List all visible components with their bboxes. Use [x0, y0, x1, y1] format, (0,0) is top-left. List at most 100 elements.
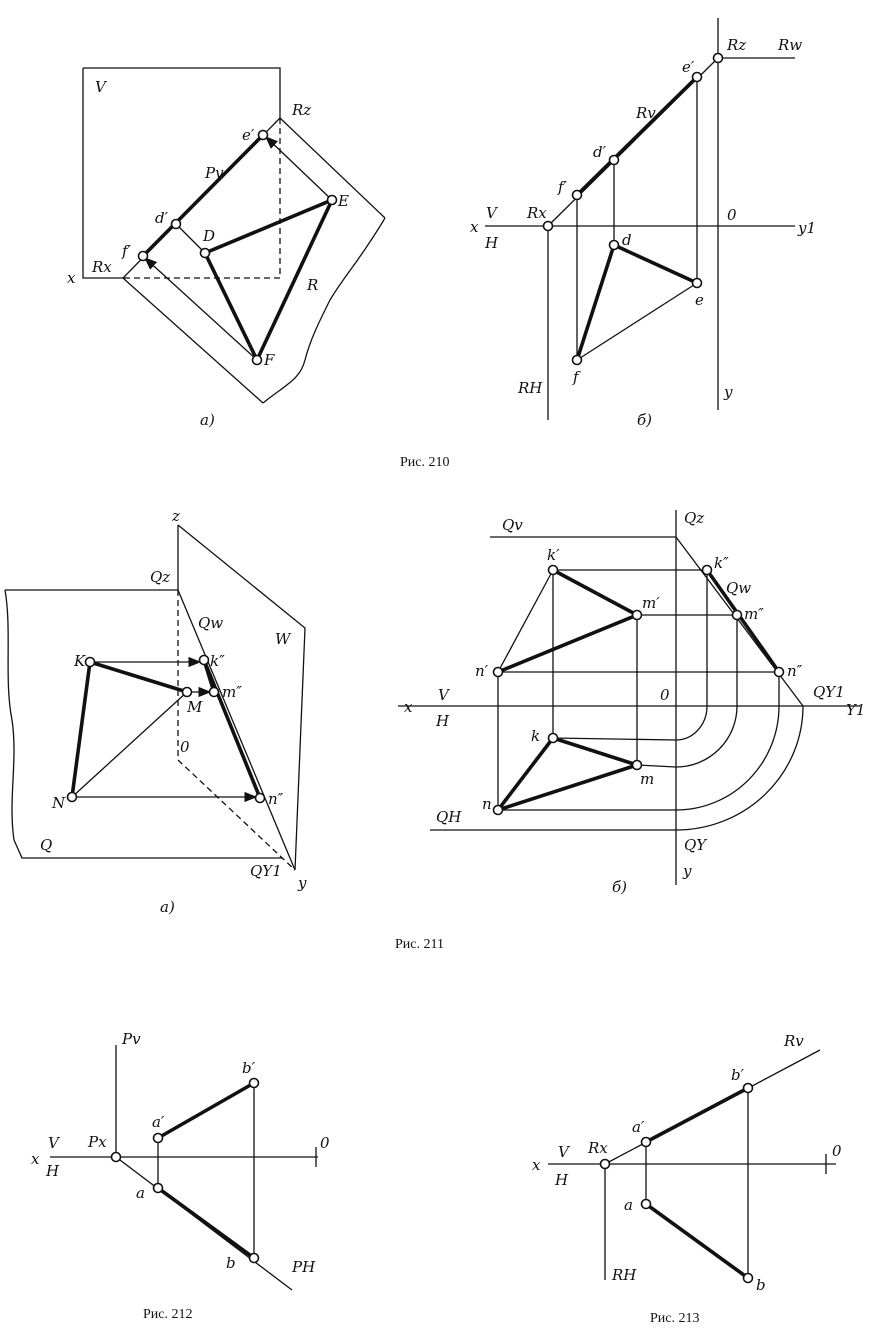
label-x: x [67, 269, 76, 287]
segment-k-n-prime [497, 569, 554, 673]
label-Rh: RH [517, 379, 543, 397]
caption-fig-213: Рис. 213 [650, 1311, 700, 1326]
label-y1: y1 [797, 219, 816, 237]
projector-f [144, 257, 258, 361]
point-a [640, 1198, 652, 1210]
point-K [84, 656, 96, 668]
trace-qw [177, 589, 296, 871]
point-e [691, 277, 703, 289]
segment-f-e-prime [141, 133, 265, 258]
plane-v-left-edge [82, 68, 123, 279]
point-n [492, 804, 504, 816]
label-H: H [435, 712, 450, 730]
label-H: H [45, 1162, 60, 1180]
point-Rx [542, 220, 554, 232]
label-Qh: QH [436, 808, 462, 826]
plane-r-torn-edge [262, 217, 386, 404]
label-k: k [531, 727, 540, 745]
figure-211b: Qv Qz k′ k″ Qw m′ m″ n′ n″ x V H 0 QY1 Y… [398, 509, 865, 896]
segment-a-b-prime [156, 1081, 256, 1140]
point-D [199, 247, 211, 259]
label-b-prime: b′ [242, 1059, 256, 1077]
hidden-axis-y [177, 759, 296, 871]
label-k-prime: k′ [547, 546, 560, 564]
segment-k-m-profile [202, 658, 216, 694]
point-n-double-prime [773, 666, 785, 678]
segment-a-b [156, 1186, 256, 1260]
label-b: b [226, 1254, 236, 1272]
segment-n-m-prime [496, 613, 639, 674]
label-Q: Q [40, 836, 52, 854]
segment-k-n-profile [705, 568, 781, 674]
link-k [552, 737, 677, 741]
point-n-double-prime [254, 792, 266, 804]
label-x: x [31, 1150, 40, 1168]
subfigure-label-a: а) [160, 898, 175, 916]
label-k-double-prime: k″ [714, 554, 729, 572]
projector-e [265, 136, 333, 201]
label-F: F [263, 351, 275, 369]
segment-k-n [496, 736, 555, 812]
label-d-prime: d′ [593, 143, 607, 161]
label-Rx: Rx [526, 204, 547, 222]
label-Qz: Qz [684, 509, 704, 527]
point-k-double-prime [198, 654, 210, 666]
label-m-double-prime: m″ [222, 683, 242, 701]
label-Rh: RH [611, 1266, 637, 1284]
label-Qv: Qv [502, 516, 523, 534]
segment-k-m [551, 736, 639, 767]
link-m [636, 764, 677, 768]
label-a-prime: a′ [152, 1113, 165, 1131]
point-Px [110, 1151, 122, 1163]
label-O: 0 [832, 1142, 842, 1160]
point-f [571, 354, 583, 366]
label-a-prime: a′ [632, 1118, 645, 1136]
label-f-prime: f′ [121, 242, 132, 260]
segment-a-b [644, 1202, 750, 1280]
label-n-prime: n′ [475, 662, 489, 680]
point-a [152, 1182, 164, 1194]
segment-f-e-prime [575, 75, 699, 197]
label-K: K [73, 652, 86, 670]
label-d-prime: d′ [155, 209, 169, 227]
figure-212: Pv b′ a′ x V H Px 0 a b PH [31, 1030, 330, 1291]
label-V: V [438, 686, 451, 704]
label-V: V [48, 1134, 61, 1152]
label-d: d [622, 231, 632, 249]
label-x: x [532, 1156, 541, 1174]
point-F [251, 354, 263, 366]
label-R: R [306, 276, 318, 294]
point-N [66, 791, 78, 803]
label-b-prime: b′ [731, 1066, 745, 1084]
plane-q-edge [4, 589, 282, 859]
point-m-prime [631, 609, 643, 621]
label-n-double-prime: n″ [268, 790, 284, 808]
label-e-prime: e′ [242, 126, 255, 144]
label-V: V [558, 1143, 571, 1161]
point-a-prime [640, 1136, 652, 1148]
traces-qv-qw [490, 536, 804, 707]
point-b-prime [248, 1077, 260, 1089]
point-b-prime [742, 1082, 754, 1094]
segment-d-f [575, 243, 616, 362]
label-O: 0 [180, 738, 190, 756]
segment-a-b-prime [644, 1086, 750, 1144]
point-n-prime [492, 666, 504, 678]
label-Qz: Qz [150, 568, 170, 586]
segment-f-e [576, 282, 698, 361]
arc-m [675, 705, 738, 768]
label-Pv: Pv [121, 1030, 141, 1048]
point-m-double-prime [208, 686, 220, 698]
label-y: y [297, 874, 307, 892]
subfigure-label-b: б) [612, 878, 627, 896]
label-Rz: Rz [291, 101, 311, 119]
arc-n [675, 705, 780, 811]
label-V: V [486, 204, 499, 222]
label-e: e [695, 291, 704, 309]
label-z: z [171, 507, 180, 525]
label-M: M [186, 698, 203, 716]
label-Qw: Qw [726, 579, 751, 597]
subfigure-label-a: а) [200, 411, 215, 429]
